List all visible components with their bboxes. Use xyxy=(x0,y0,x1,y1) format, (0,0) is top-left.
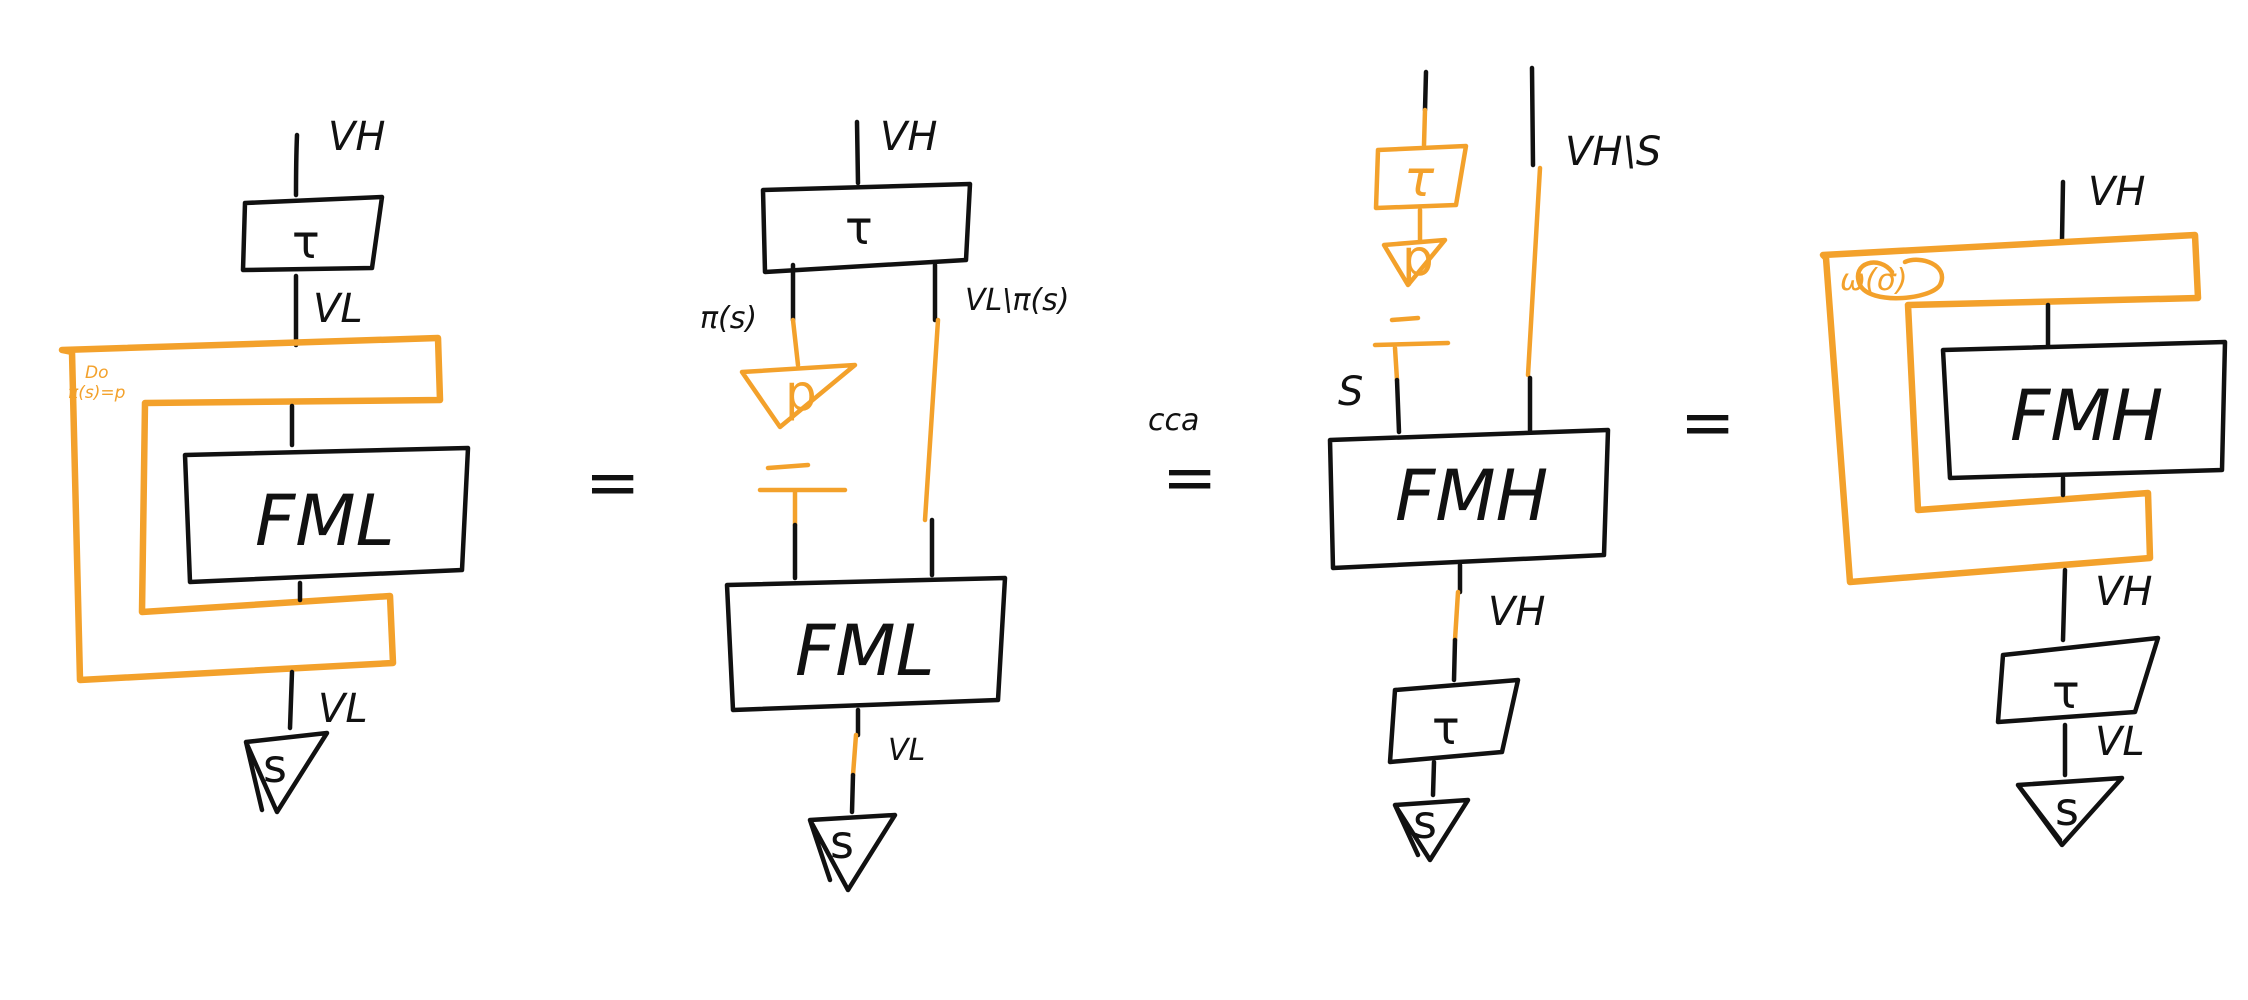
d2-discard xyxy=(757,462,848,528)
d1-fml-box xyxy=(182,445,471,585)
d3-right-wire-top xyxy=(1529,65,1536,168)
d2-effect-p-label: p xyxy=(785,364,817,422)
d1-state-s xyxy=(243,730,330,815)
d2-effect-p xyxy=(739,362,858,430)
d1-state-s-label: s xyxy=(263,739,287,793)
d1-tau-box xyxy=(240,194,385,273)
d3-tau-box xyxy=(1373,143,1469,211)
d2-bottom-wire-label: VL xyxy=(888,733,925,768)
d1-bottom-wire xyxy=(287,669,295,731)
d3-tau-label: τ xyxy=(1404,150,1435,208)
diagram-4: VH ω(σ) FMH VH τ VL s xyxy=(1819,169,2228,848)
d3-effect-p-label: p xyxy=(1402,229,1434,287)
d1-tau-label: τ xyxy=(292,215,320,269)
d4-fmh-label: FMH xyxy=(2010,375,2163,457)
d3-tau-box-lower xyxy=(1387,677,1521,765)
d2-state-s-label: s xyxy=(830,815,854,869)
d3-effect-p xyxy=(1381,237,1448,288)
d3-discard xyxy=(1372,315,1451,383)
d2-bottom-wire-orange xyxy=(850,732,859,778)
d3-left-wire-top xyxy=(1422,69,1429,113)
d3-left-wire-lower xyxy=(1394,377,1402,435)
diagram-3: τ p S VH\S FMH VH τ s xyxy=(1327,65,1661,863)
d3-fmh-label: FMH xyxy=(1395,455,1548,537)
d4-mid-wire-label: VH xyxy=(2095,569,2152,615)
d2-tau-box xyxy=(760,181,973,275)
equals-sign-3: = xyxy=(1680,384,1735,461)
diagram-2: VH τ π(s) VL\π(s) p FML VL s xyxy=(700,114,1069,893)
d2-top-wire xyxy=(854,119,861,186)
equals-sign-1: = xyxy=(585,444,640,521)
d3-left-wire-orange-top xyxy=(1421,107,1428,148)
d4-comb-ellipse xyxy=(1855,257,1945,301)
d3-state-s-label: s xyxy=(1413,795,1437,849)
d2-right-wire-label: VL\π(s) xyxy=(965,283,1069,318)
d2-top-wire-label: VH xyxy=(880,114,937,160)
d2-bottom-wire-low xyxy=(849,772,856,815)
d1-intervention-comb xyxy=(58,334,444,684)
d4-bottom-wire-label: VL xyxy=(2095,719,2145,765)
d4-tau-box xyxy=(1995,635,2161,725)
d3-s-wire-label: S xyxy=(1338,369,1363,415)
d3-bottom-wire-orange xyxy=(1452,589,1461,643)
cca-label: cca xyxy=(1148,403,1199,438)
d1-bottom-wire-label: VL xyxy=(318,686,368,732)
d3-fmh-box xyxy=(1327,427,1611,571)
d4-tau-label: τ xyxy=(2052,665,2080,719)
d4-top-wire xyxy=(2059,179,2066,243)
d2-tau-label: τ xyxy=(845,201,873,255)
d1-mid-wire-label: VL xyxy=(313,286,363,332)
d3-right-wire-label: VH\S xyxy=(1565,129,1661,175)
d2-left-wire-orange xyxy=(790,317,801,368)
d4-state-s-label: s xyxy=(2055,782,2079,836)
d3-bottom-wire-low xyxy=(1451,637,1458,683)
d2-fml-label: FML xyxy=(795,610,935,692)
d4-top-wire-label: VH xyxy=(2088,169,2145,215)
d2-fml-box xyxy=(724,575,1008,713)
d4-mid-wire xyxy=(2060,567,2068,643)
d1-top-wire-label: VH xyxy=(328,114,385,160)
d3-state-s xyxy=(1392,797,1471,863)
d3-right-wire-orange xyxy=(1525,165,1543,378)
d3-bottom-wire-label: VH xyxy=(1488,589,1545,635)
d4-state-s xyxy=(2015,775,2125,848)
equals-sign-2: = xyxy=(1162,439,1217,516)
diagram-1: VH τ VL Do π(s)=p FML VL s xyxy=(58,114,471,815)
d3-wire-to-s xyxy=(1430,759,1437,798)
d4-intervention-comb xyxy=(1819,231,2202,586)
d4-comb-label: ω(σ) xyxy=(1840,263,1908,298)
d1-fml-label: FML xyxy=(255,480,395,562)
d1-comb-cond-label: π(s)=p xyxy=(68,383,126,403)
d2-left-wire-label: π(s) xyxy=(700,301,757,336)
d4-fmh-box xyxy=(1940,339,2228,481)
d1-comb-do-label: Do xyxy=(85,363,109,383)
d3-tau-lower-label: τ xyxy=(1432,701,1460,755)
d1-top-wire xyxy=(293,132,300,198)
d2-right-wire-orange xyxy=(922,317,941,523)
d2-state-s xyxy=(807,812,898,893)
